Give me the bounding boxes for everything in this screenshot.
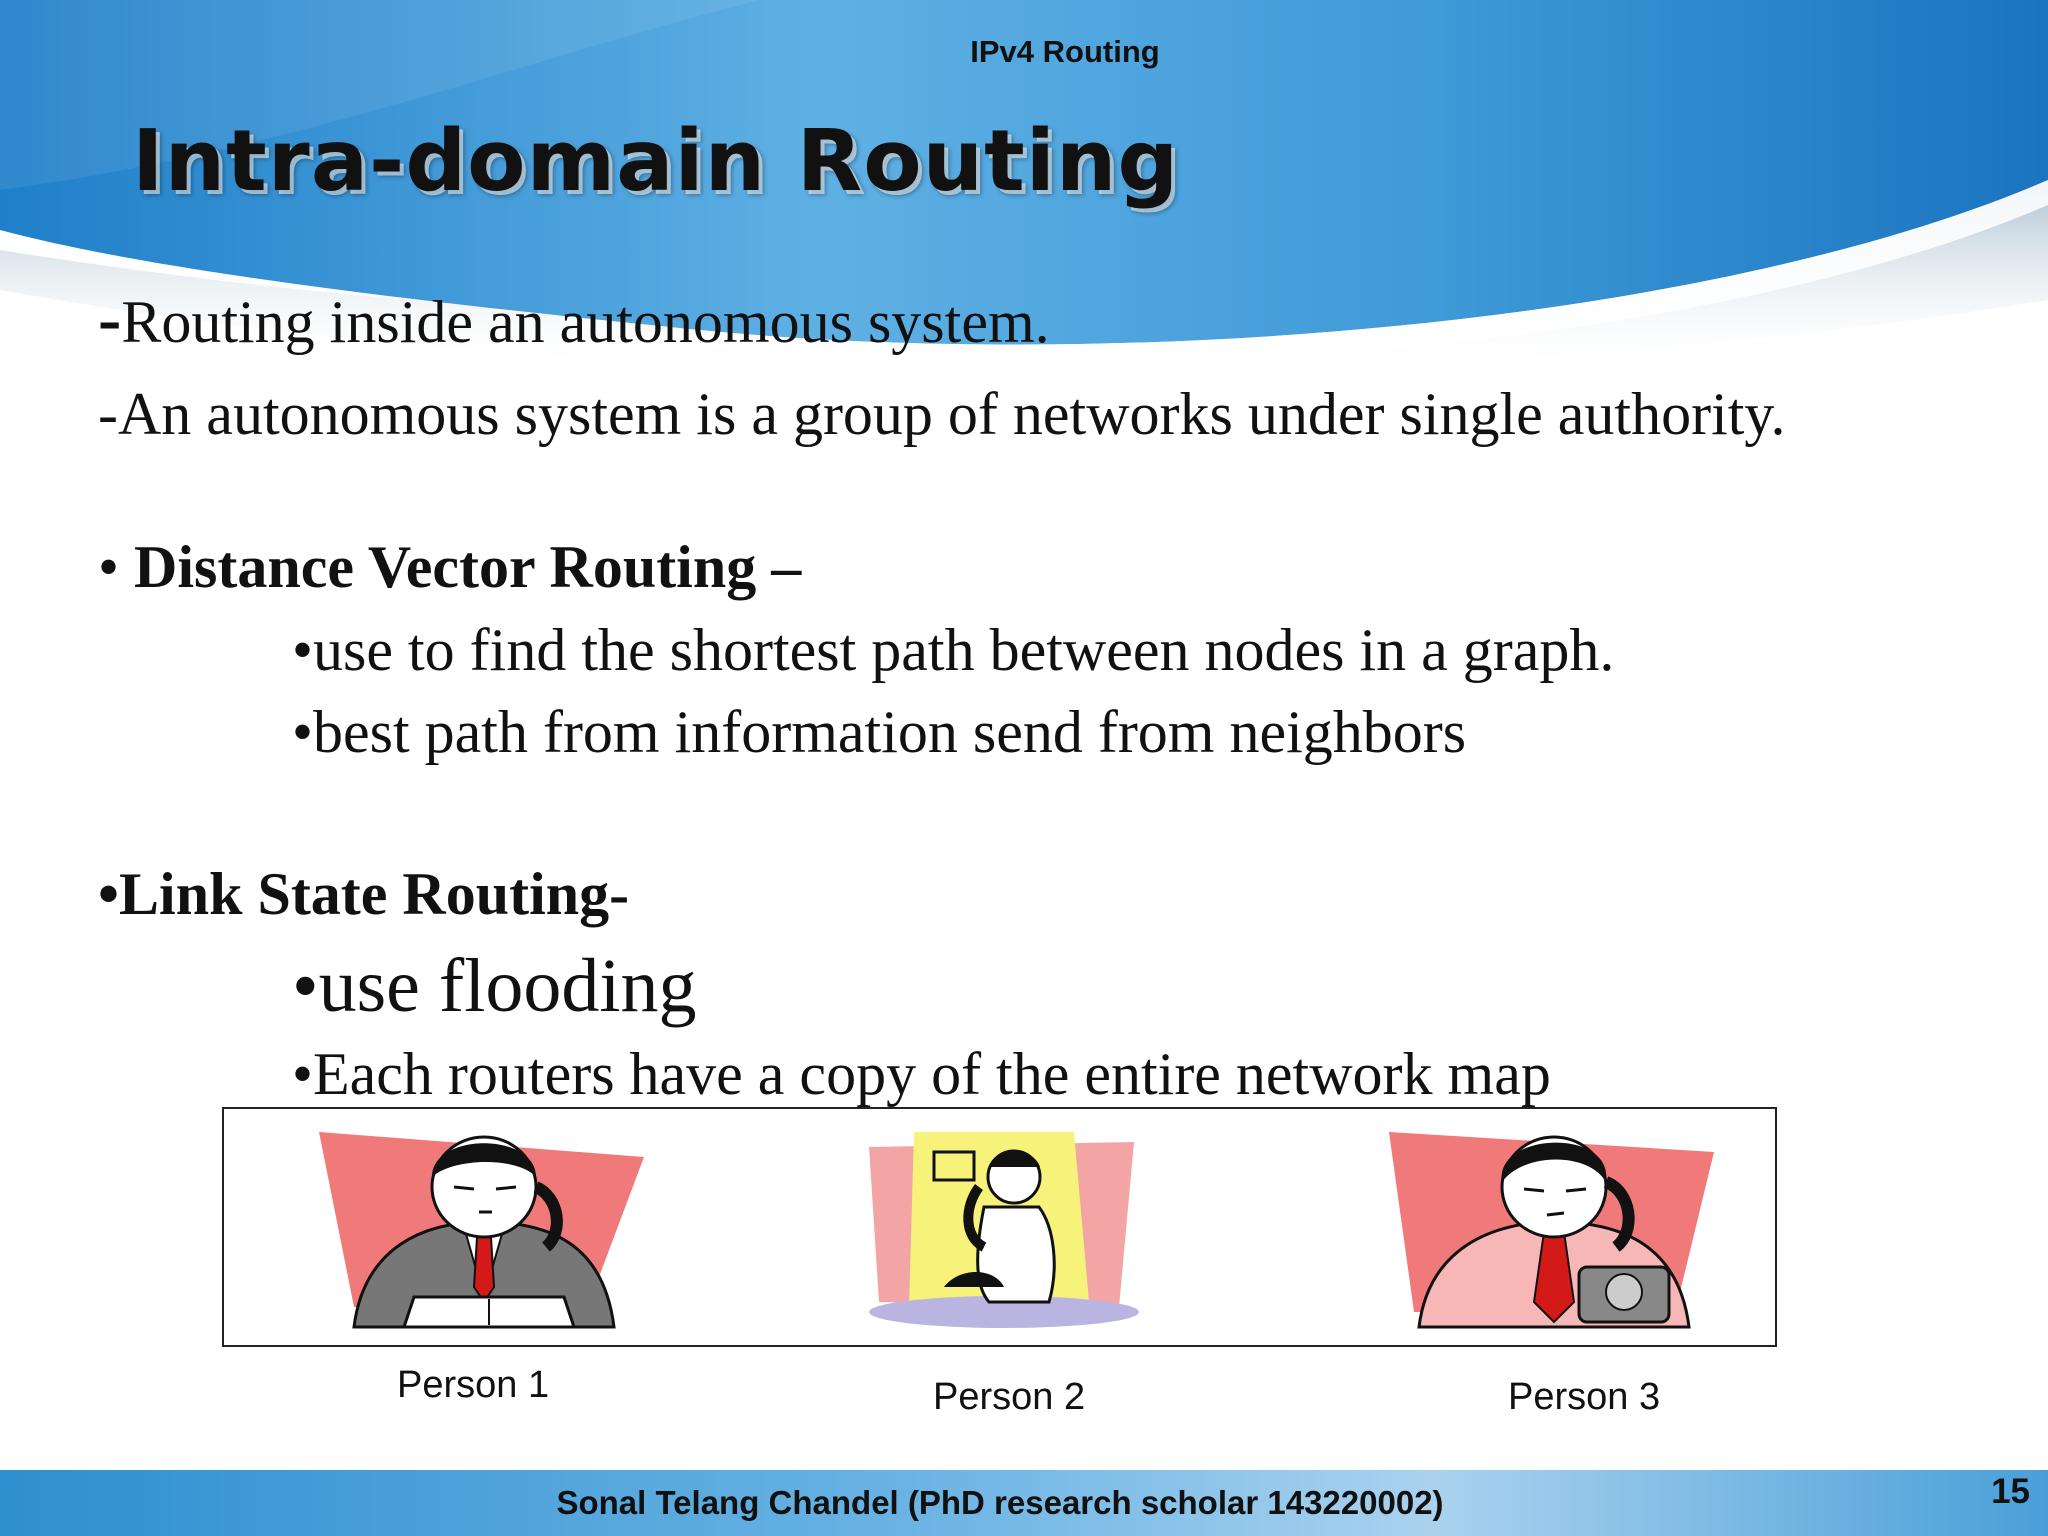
footer-bar xyxy=(0,1470,2048,1536)
distance-vector-heading: • Distance Vector Routing – xyxy=(98,537,801,597)
item-text: best path from information send from nei… xyxy=(313,699,1467,765)
link-state-heading: •Link State Routing- xyxy=(98,864,629,924)
caption-person-2: Person 2 xyxy=(933,1376,1086,1418)
distance-vector-item-1: •use to find the shortest path between n… xyxy=(292,620,1614,680)
line-text: Routing inside an autonomous system. xyxy=(121,289,1050,355)
bullet: • xyxy=(292,699,314,765)
slide-number: 15 xyxy=(1991,1472,2030,1511)
bullet: • xyxy=(98,861,120,927)
people-image-box xyxy=(222,1107,1777,1347)
person-with-phone-at-desk-icon xyxy=(869,1132,1139,1328)
link-state-item-2: •Each routers have a copy of the entire … xyxy=(292,1044,1551,1104)
bullet: • xyxy=(292,944,319,1028)
header-wave-background xyxy=(0,0,2048,375)
item-text: use to find the shortest path between no… xyxy=(313,617,1615,683)
link-state-item-1: •use flooding xyxy=(292,948,696,1024)
header-label: IPv4 Routing xyxy=(970,34,1160,69)
heading-text: Distance Vector Routing – xyxy=(134,534,802,600)
caption-person-3: Person 3 xyxy=(1508,1376,1661,1418)
footer-author: Sonal Telang Chandel (PhD research schol… xyxy=(556,1484,1444,1521)
person-on-phone-icon xyxy=(1389,1132,1714,1329)
dash-marker: - xyxy=(98,281,122,358)
bullet: • xyxy=(292,1041,314,1107)
bullet: • xyxy=(292,617,314,683)
body-line-autonomous-system: -An autonomous system is a group of netw… xyxy=(98,381,1786,447)
caption-person-1: Person 1 xyxy=(397,1364,550,1406)
body-line-routing-inside: -Routing inside an autonomous system. xyxy=(98,285,1050,355)
distance-vector-item-2: •best path from information send from ne… xyxy=(292,702,1466,762)
bullet: • xyxy=(98,534,135,600)
item-text: Each routers have a copy of the entire n… xyxy=(313,1041,1551,1107)
item-text: use flooding xyxy=(318,944,697,1028)
slide-title: Intra-domain Routing xyxy=(132,112,1180,211)
person-on-phone-icon xyxy=(319,1132,644,1329)
heading-text: Link State Routing- xyxy=(119,861,630,927)
